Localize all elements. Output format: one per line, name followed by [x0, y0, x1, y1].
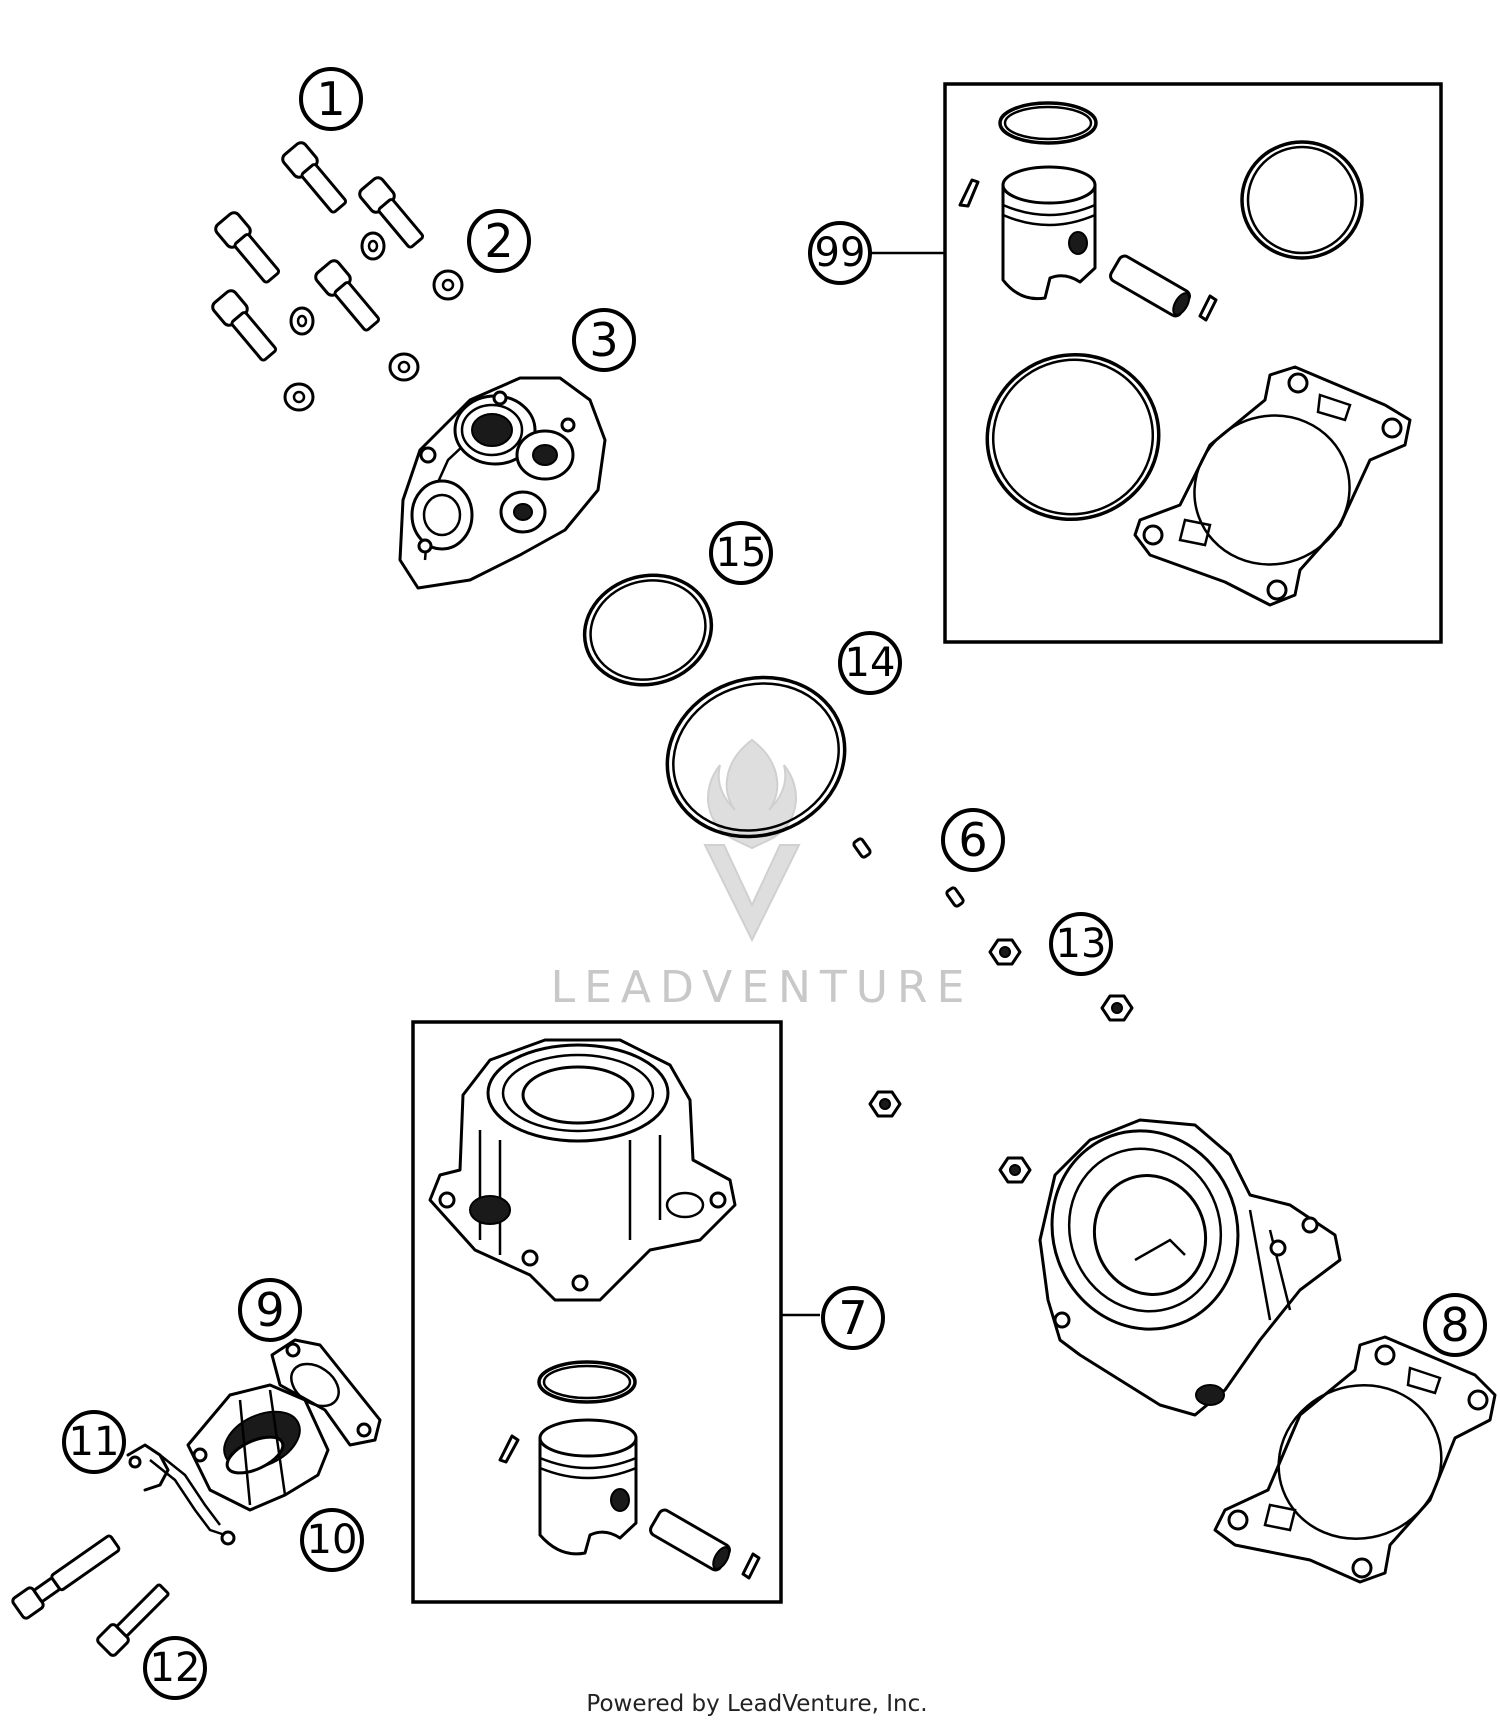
circlip-icon [498, 1434, 520, 1464]
nut-icon [998, 1156, 1032, 1184]
callout-1[interactable]: 1 [299, 67, 363, 131]
exhaust-flange-icon [186, 1383, 330, 1512]
bolt-icon [214, 211, 281, 284]
callout-6[interactable]: 6 [941, 808, 1005, 872]
piston-kit-contents [958, 101, 1412, 607]
base-gasket-icon [1133, 365, 1412, 607]
cylinder-head-icon [398, 376, 607, 590]
nut-icon [868, 1090, 902, 1118]
callout-label: 10 [307, 1517, 358, 1563]
cylinder-kit-contents [428, 1038, 761, 1580]
callout-14[interactable]: 14 [838, 631, 902, 695]
washer-icon [289, 306, 315, 336]
cylinder-icon [428, 1038, 737, 1302]
callout-label: 6 [958, 813, 987, 867]
piston-icon [538, 1418, 638, 1556]
washer-icon [360, 231, 386, 261]
piston-pin-icon [649, 1508, 731, 1572]
callout-99[interactable]: 99 [808, 221, 872, 285]
washer-icon [283, 382, 315, 412]
bolt-icon [211, 289, 278, 362]
washer-icon [388, 352, 420, 382]
callout-12[interactable]: 12 [143, 1636, 207, 1700]
watermark-text: LEADVENTURE [551, 962, 974, 1013]
callout-13[interactable]: 13 [1049, 912, 1113, 976]
nut-group [868, 938, 1134, 1184]
callout-label: 12 [150, 1645, 201, 1691]
callout-2[interactable]: 2 [467, 209, 531, 273]
screw-icon [96, 1583, 170, 1657]
o-ring-icon [1240, 140, 1364, 260]
cylinder-kit-box [411, 1020, 783, 1604]
callout-label: 8 [1440, 1298, 1469, 1352]
piston-ring-icon [537, 1360, 637, 1404]
bolt-icon [314, 259, 381, 332]
washer-icon [432, 269, 464, 301]
callout-label: 13 [1056, 921, 1107, 967]
long-bolt-icon [11, 1534, 121, 1620]
dowel-pin-group [852, 837, 965, 908]
callout-label: 11 [69, 1419, 120, 1465]
callout-label: 9 [255, 1283, 284, 1337]
leadventure-flame-logo-icon [703, 738, 801, 943]
callout-label: 1 [316, 72, 345, 126]
callout-label: 3 [589, 313, 618, 367]
callout-8[interactable]: 8 [1423, 1293, 1487, 1357]
bolt-icon [281, 141, 348, 214]
callout-label: 7 [838, 1291, 867, 1345]
nut-icon [988, 938, 1022, 966]
head-bolt-group [211, 141, 425, 362]
callout-label: 99 [815, 230, 866, 276]
circlip-icon [741, 1552, 761, 1580]
callout-label: 2 [484, 214, 513, 268]
dowel-pin-icon [852, 837, 872, 859]
nut-icon [1100, 994, 1134, 1022]
cylinder-assembly-icon [1038, 1118, 1342, 1417]
callout-label: 15 [716, 530, 767, 576]
o-ring-small-icon [582, 573, 714, 687]
circlip-icon [1198, 294, 1218, 322]
piston-pin-icon [1109, 254, 1191, 318]
callout-3[interactable]: 3 [572, 308, 636, 372]
exhaust-spring-clip-icon [126, 1443, 236, 1546]
callout-11[interactable]: 11 [62, 1410, 126, 1474]
dowel-pin-icon [945, 886, 965, 908]
o-ring-icon [985, 352, 1161, 522]
callout-9[interactable]: 9 [238, 1278, 302, 1342]
cylinder-base-gasket-icon [1213, 1335, 1497, 1584]
piston-icon [1001, 165, 1097, 301]
bolt-icon [358, 176, 425, 249]
footer-credit: Powered by LeadVenture, Inc. [586, 1691, 927, 1717]
callout-15[interactable]: 15 [709, 521, 773, 585]
o-ring-large-icon [665, 675, 847, 839]
callout-7[interactable]: 7 [821, 1286, 885, 1350]
piston-ring-icon [998, 101, 1098, 145]
piston-gasket-kit-box [943, 82, 1443, 644]
callout-10[interactable]: 10 [300, 1508, 364, 1572]
callout-label: 14 [845, 640, 896, 686]
washer-group [283, 231, 464, 412]
circlip-icon [958, 178, 980, 208]
